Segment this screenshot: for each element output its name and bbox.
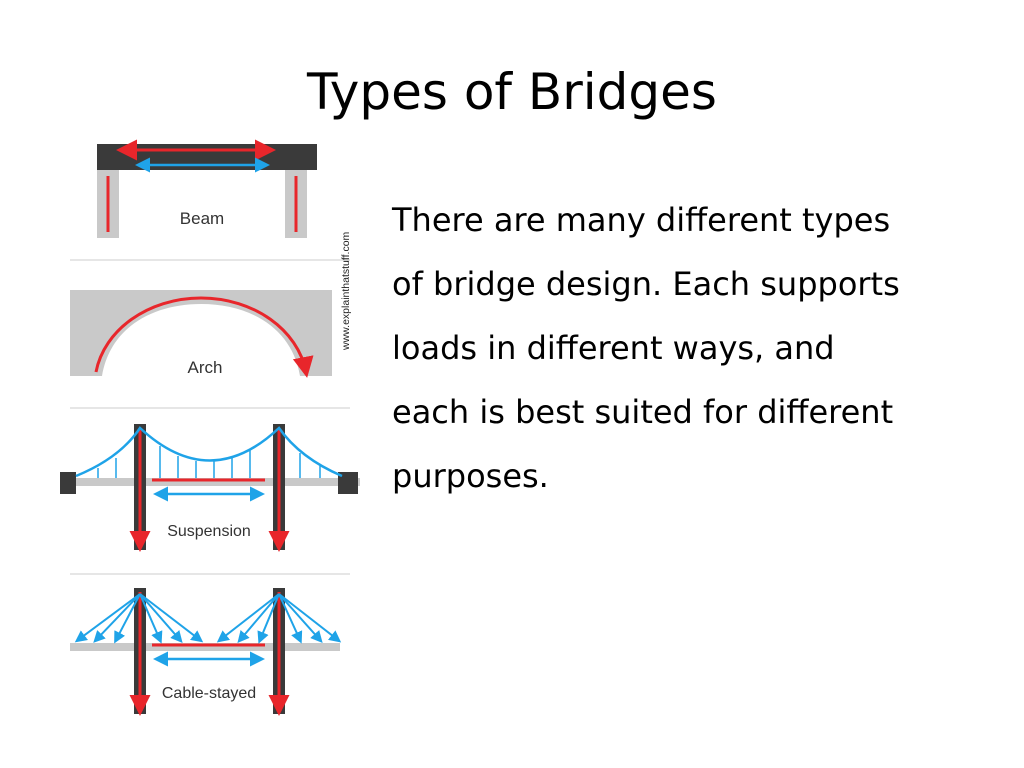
body-line: loads in different ways, and (392, 329, 835, 367)
beam-label: Beam (180, 209, 224, 228)
credit-watermark: www.explainthatstuff.com (340, 231, 352, 351)
slide-body: There are many different types of bridge… (392, 188, 992, 508)
arch-bridge-figure: Arch (70, 290, 332, 378)
suspension-label: Suspension (167, 523, 251, 540)
cable-stayed-bridge-figure: Cable-stayed (70, 588, 342, 716)
cable-stayed-label: Cable-stayed (162, 685, 256, 702)
body-line: each is best suited for different (392, 393, 894, 431)
body-line: There are many different types (392, 201, 891, 239)
beam-bridge-figure: Beam (97, 139, 317, 238)
slide-title: Types of Bridges (307, 63, 717, 121)
body-line: of bridge design. Each supports (392, 265, 900, 303)
suspension-bridge-figure: Suspension (60, 424, 360, 552)
bridge-types-diagram: Beam Arch Suspension (60, 139, 360, 716)
body-line: purposes. (392, 457, 549, 495)
arch-label: Arch (188, 358, 223, 377)
